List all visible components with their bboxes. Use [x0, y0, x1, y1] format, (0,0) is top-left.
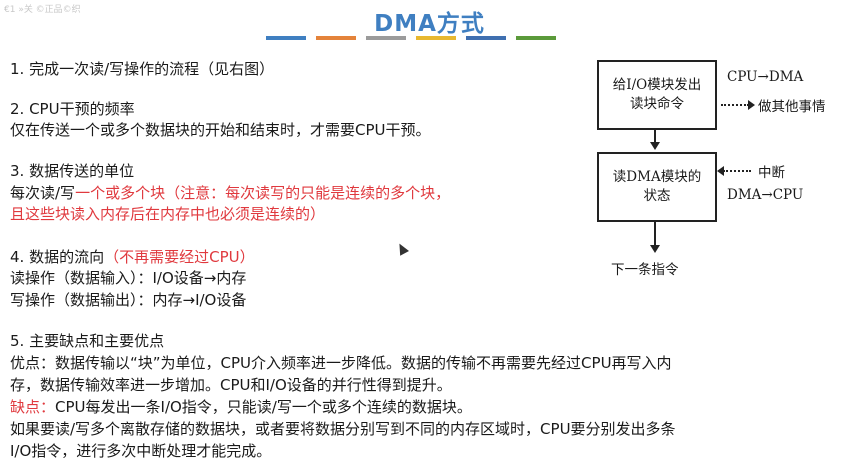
flow-arrow-down-2 — [650, 220, 660, 253]
flow-box-1-line-1: 给I/O模块发出 — [612, 77, 702, 93]
section-4-heading: 4. 数据的流向（不再需要经过CPU） — [10, 247, 255, 267]
color-bar-darkblue — [466, 36, 506, 40]
color-bar-green — [516, 36, 556, 40]
section-4-write: 写操作（数据输出）：内存→I/O设备 — [10, 291, 247, 309]
section-5-heading: 5. 主要缺点和主要优点 — [10, 332, 165, 350]
section-5-advantage-1: 优点：数据传输以“块”为单位，CPU介入频率进一步降低。数据的传输不再需要先经过… — [10, 354, 672, 372]
section-4-heading-highlight: （不再需要经过CPU） — [104, 248, 255, 266]
section-3-line-1: 每次读/写一个或多个块（注意：每次读写的只能是连续的多个块， — [10, 183, 450, 203]
color-bar-gray — [366, 36, 406, 40]
section-5-more-1: 如果要读/写多个离散存储的数据块，或者要将数据分别写到不同的内存区域时，CPU要… — [10, 420, 676, 438]
flow-label-interrupt: 中断 — [758, 165, 785, 181]
section-2-line: 仅在传送一个或多个数据块的开始和结束时，才需要CPU干预。 — [10, 121, 431, 139]
section-5-advantage-2: 存，数据传输效率进一步增加。CPU和I/O设备的并行性得到提升。 — [10, 376, 452, 394]
flow-label-do-other: 做其他事情 — [758, 99, 826, 115]
section-5-disadvantage: 缺点：CPU每发出一条I/O指令，只能读/写一个或多个连续的数据块。 — [10, 397, 472, 417]
flow-box-read-status: 读DMA模块的 状态 — [597, 152, 717, 222]
flow-arrow-do-other — [721, 100, 755, 110]
mouse-cursor-icon — [395, 241, 409, 256]
flow-box-1-line-2: 读块命令 — [629, 96, 684, 112]
slide-title: DMA方式 — [374, 11, 485, 37]
flow-label-next: 下一条指令 — [611, 262, 679, 278]
section-1-heading: 1. 完成一次读/写操作的流程（见右图） — [10, 60, 275, 78]
section-4-read: 读操作（数据输入）：I/O设备→内存 — [10, 269, 247, 287]
section-4-heading-text: 4. 数据的流向 — [10, 248, 105, 266]
flow-box-2-line-2: 状态 — [643, 188, 671, 204]
flow-label-cpu-dma: CPU→DMA — [727, 69, 804, 85]
section-5-disadvantage-label: 缺点： — [10, 398, 56, 416]
section-2-heading: 2. CPU干预的频率 — [10, 100, 135, 118]
flow-arrow-interrupt — [717, 166, 751, 176]
section-3-line-1-text: 每次读/写 — [10, 184, 76, 202]
flow-arrow-down-1 — [650, 128, 660, 150]
color-bar-yellow — [416, 36, 456, 40]
color-bar-blue — [266, 36, 306, 40]
section-5-more-2: I/O指令，进行多次中断处理才能完成。 — [10, 442, 272, 460]
color-bar-orange — [316, 36, 356, 40]
watermark: €1 »关 ©正品©织 — [4, 5, 81, 15]
section-3-heading: 3. 数据传送的单位 — [10, 162, 135, 180]
section-3-line-2: 且这些块读入内存后在内存中也必须是连续的） — [10, 205, 326, 223]
flow-box-2-line-1: 读DMA模块的 — [612, 169, 702, 185]
section-3-line-1-highlight: 一个或多个块（注意：每次读写的只能是连续的多个块， — [75, 184, 451, 202]
flow-label-dma-cpu: DMA→CPU — [727, 187, 804, 203]
flow-box-issue-command: 给I/O模块发出 读块命令 — [597, 60, 717, 130]
section-5-disadvantage-text: CPU每发出一条I/O指令，只能读/写一个或多个连续的数据块。 — [55, 398, 472, 416]
